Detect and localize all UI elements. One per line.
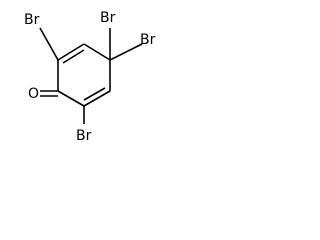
atom-label-br-top-right-a: Br [100, 10, 116, 26]
bond-c2-c3-inner [62, 49, 85, 64]
structure-diagram: Br Br Br O Br [24, 10, 156, 144]
bond-c2-c3 [57, 43, 85, 61]
atom-label-oxygen: O [28, 86, 39, 102]
bond-c5-c6-inner [83, 87, 106, 101]
atom-label-br-top-left: Br [24, 12, 40, 28]
bond-c4-br-b [109, 43, 143, 61]
atom-label-br-bottom-right: Br [76, 128, 92, 144]
atom-label-br-top-right-b: Br [140, 32, 156, 48]
bond-c2-br [39, 27, 59, 61]
bond-c5-c6 [83, 90, 111, 107]
bond-c6-c1 [57, 90, 85, 107]
bond-c3-c4 [83, 43, 111, 61]
